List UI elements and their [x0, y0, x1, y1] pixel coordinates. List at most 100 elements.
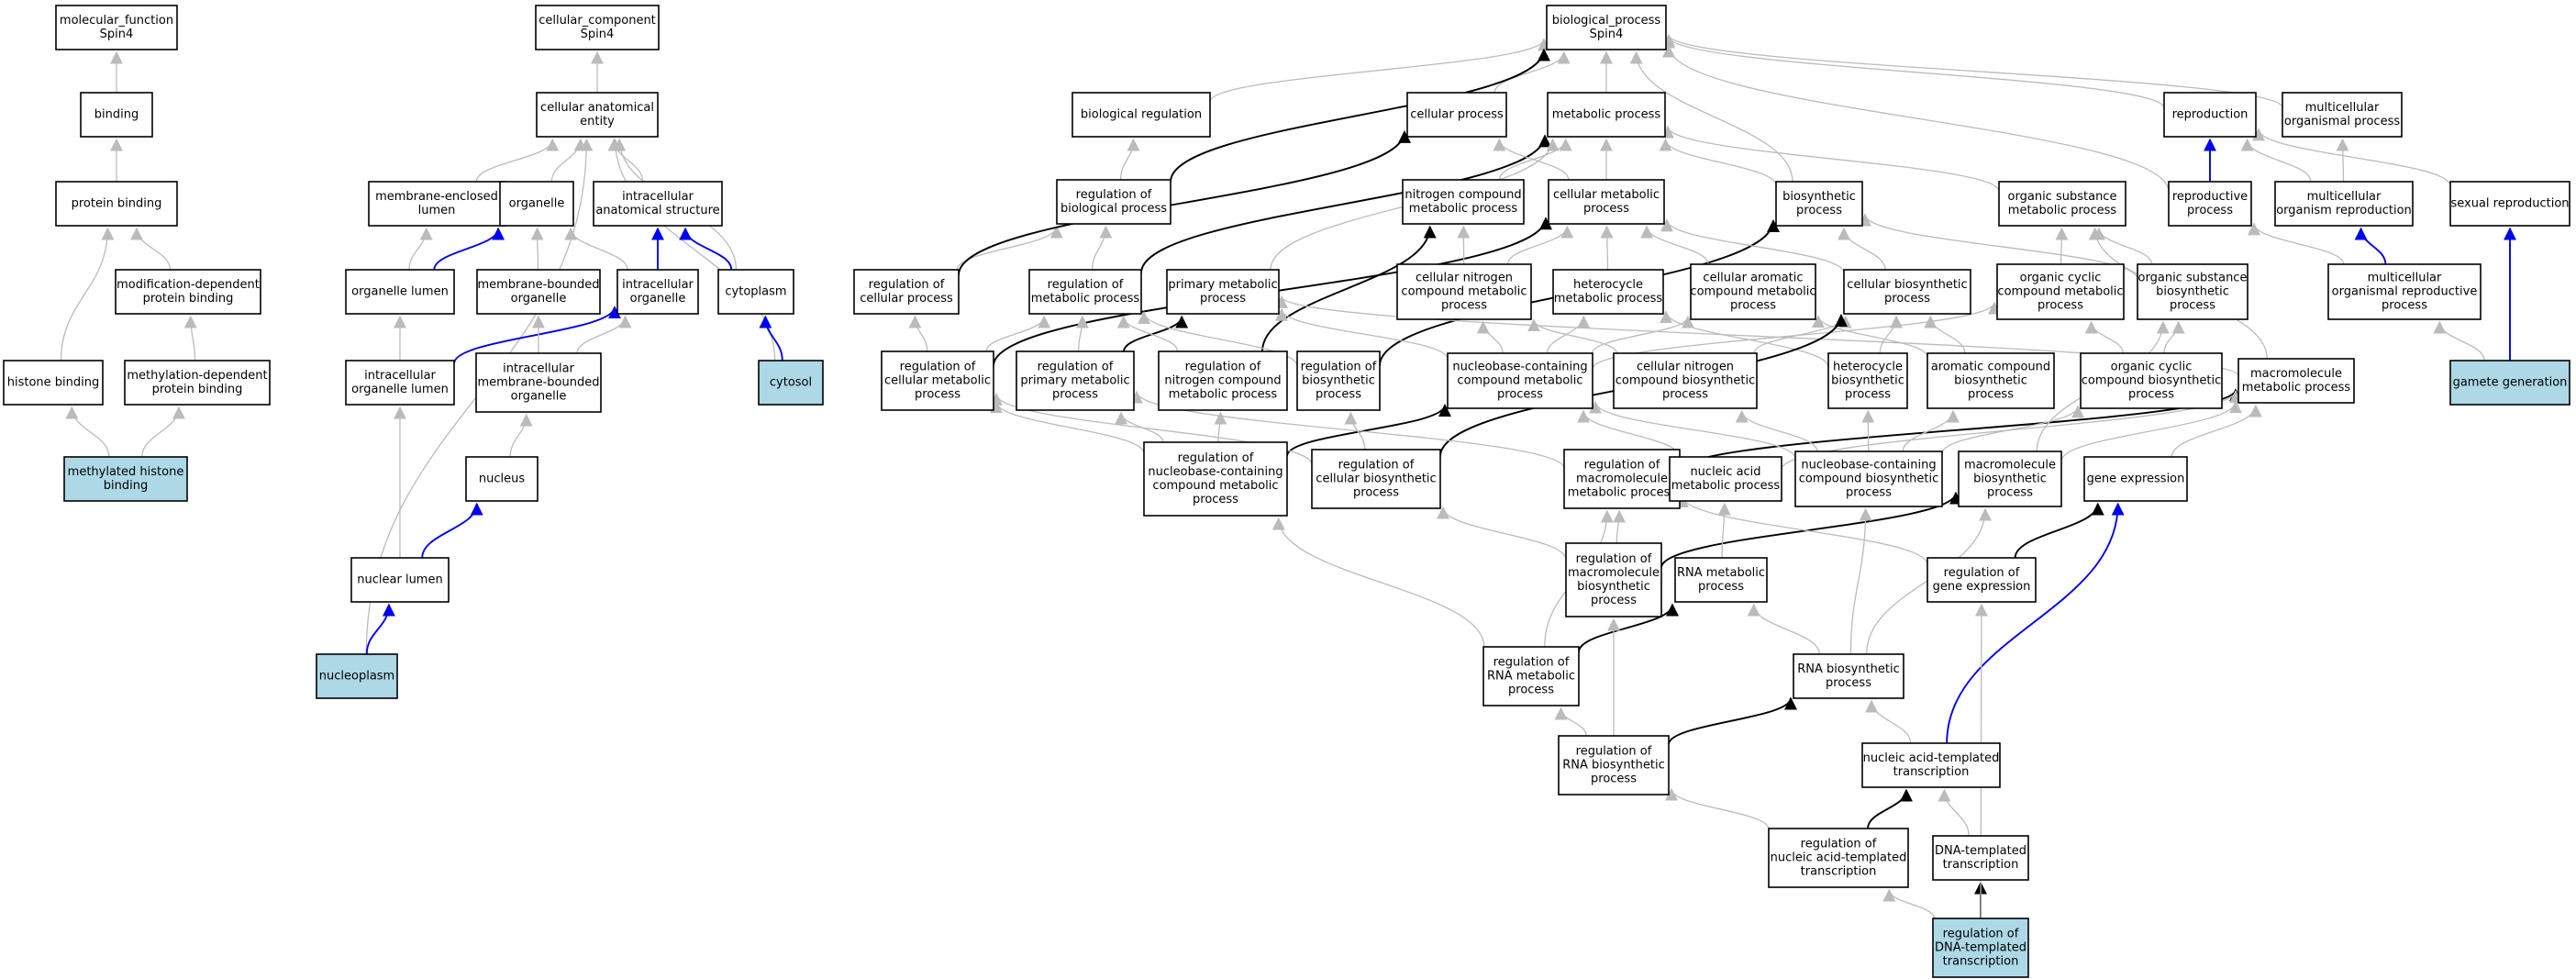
edge-is-a [1640, 225, 1709, 265]
edge-is-a [990, 392, 1313, 465]
edge-is-a [1075, 315, 1089, 352]
go-term-node-reg-nucleobase-cmp[interactable]: regulation ofnucleobase-containingcompou… [1143, 441, 1288, 517]
go-term-node-reproduction[interactable]: reproduction [2163, 92, 2257, 138]
go-term-node-nucleus[interactable]: nucleus [465, 456, 539, 502]
edge-is-a [1662, 35, 2165, 109]
node-label-line: process [1316, 388, 1361, 402]
go-term-node-cellular-process[interactable]: cellular process [1406, 92, 1507, 138]
go-term-node-metabolic-process[interactable]: metabolic process [1547, 92, 1666, 138]
node-label-line: compound biosynthetic [1799, 473, 1939, 486]
edge-is-a [1493, 138, 1570, 181]
go-term-node-biological-regulation[interactable]: biological regulation [1071, 92, 1211, 138]
go-term-node-reg-macromolecule-bp[interactable]: regulation ofmacromoleculebiosyntheticpr… [1565, 542, 1662, 617]
go-term-node-organelle-lumen[interactable]: organelle lumen [345, 269, 455, 315]
go-term-node-binding[interactable]: binding [80, 92, 153, 138]
node-label-line: process [1583, 202, 1629, 216]
edge-part-of [421, 502, 483, 559]
node-label-line: regulation of [1185, 361, 1261, 374]
node-label-line: regulation of [1944, 566, 2020, 580]
go-term-node-cytoplasm[interactable]: cytoplasm [717, 269, 794, 315]
node-box [345, 360, 455, 406]
go-term-node-organelle[interactable]: organelle [499, 181, 574, 227]
node-label-line: RNA metabolic [1677, 566, 1765, 580]
go-term-node-gene-expression[interactable]: gene expression [2083, 456, 2188, 502]
node-label-line: cellular nitrogen [1637, 361, 1734, 374]
node-box [1775, 181, 1863, 227]
edge-is-a [183, 315, 197, 362]
node-label-line: metabolic process [1552, 108, 1661, 122]
go-term-node-sexual-reproduction[interactable]: sexual reproduction [2449, 181, 2570, 227]
go-term-node-nucleoplasm[interactable]: nucleoplasm [316, 653, 398, 699]
go-term-node-gamete-generation[interactable]: gamete generation [2449, 360, 2570, 406]
go-term-node-cytosol[interactable]: cytosol [758, 360, 824, 406]
go-term-node-protein-binding[interactable]: protein binding [55, 181, 178, 227]
edge-is-a [1437, 506, 1567, 561]
node-label-line: cellular_component [539, 14, 656, 28]
node-label-line: biosynthetic [2156, 285, 2229, 299]
node-label-line: process [1662, 388, 1708, 402]
node-label-line: organism reproduction [2276, 204, 2412, 217]
edge-part-of [2354, 227, 2387, 265]
node-label-line: nuclear lumen [357, 573, 442, 587]
go-term-node-histone-binding[interactable]: histone binding [3, 360, 104, 406]
go-term-node-nuclear-lumen[interactable]: nuclear lumen [350, 557, 450, 603]
edge-is-a [1924, 315, 1966, 354]
